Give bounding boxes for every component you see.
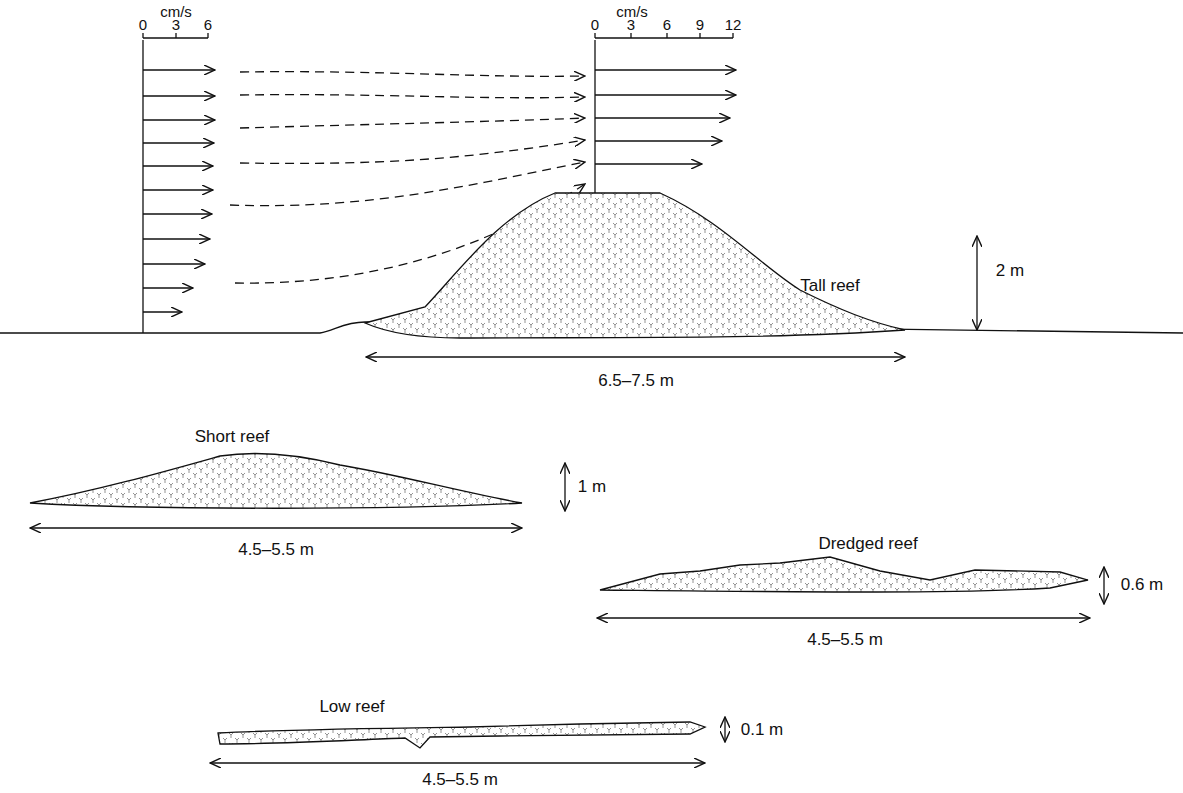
dimension-label: 6.5–7.5 m [598,372,674,391]
tick-number: 12 [725,17,742,34]
dimension-label: 1 m [578,478,606,497]
dimension-label: 4.5–5.5 m [422,771,498,790]
dimension-label: 2 m [996,262,1024,281]
reef-name: Low reef [319,698,384,717]
tick-number: 6 [663,17,671,34]
tick-number: 3 [172,17,180,34]
dimension-label: 4.5–5.5 m [807,631,883,650]
tick-number: 6 [204,17,212,34]
tick-number: 0 [139,17,147,34]
tick-number: 9 [696,17,704,34]
dimension-label: 4.5–5.5 m [238,541,314,560]
reef-name: Dredged reef [818,535,917,554]
tick-number: 0 [591,17,599,34]
reef-name: Tall reef [800,277,860,296]
dimension-label: 0.6 m [1121,576,1164,595]
reef-name: Short reef [195,428,270,447]
tick-number: 3 [627,17,635,34]
dimension-label: 0.1 m [741,721,784,740]
